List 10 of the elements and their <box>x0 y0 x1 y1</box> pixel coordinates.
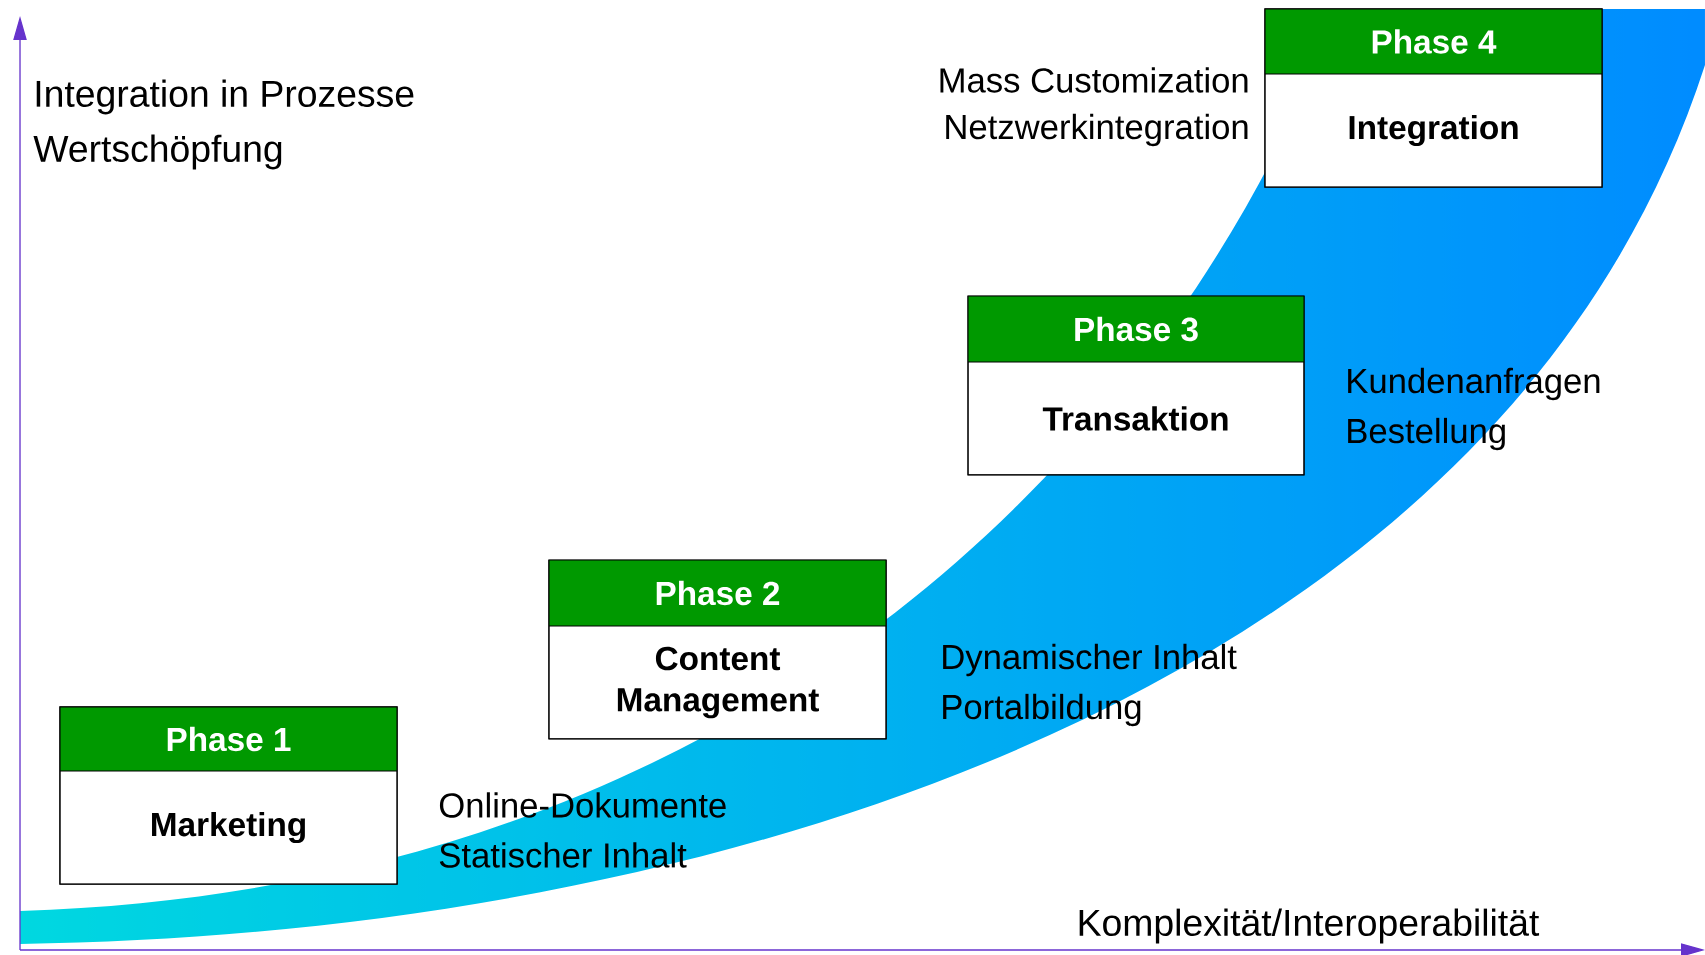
phase-box: Phase 1 Marketing <box>59 706 398 885</box>
axis-label: Wertschöpfung <box>33 134 282 170</box>
phase-box: Phase 3 Transaktion <box>967 295 1305 476</box>
phase-box: Phase 2 Content Management <box>548 559 887 740</box>
annotation-text: Mass Customization <box>940 67 1248 93</box>
annotation-text: Statischer Inhalt <box>439 842 687 868</box>
phase-box: Phase 4 Integration <box>1264 8 1603 188</box>
axis-label: Integration in Prozesse <box>36 79 414 115</box>
axis-label: Komplexität/Interoperabilität <box>1079 908 1540 944</box>
annotation-text: Netzwerkintegration <box>946 113 1248 147</box>
